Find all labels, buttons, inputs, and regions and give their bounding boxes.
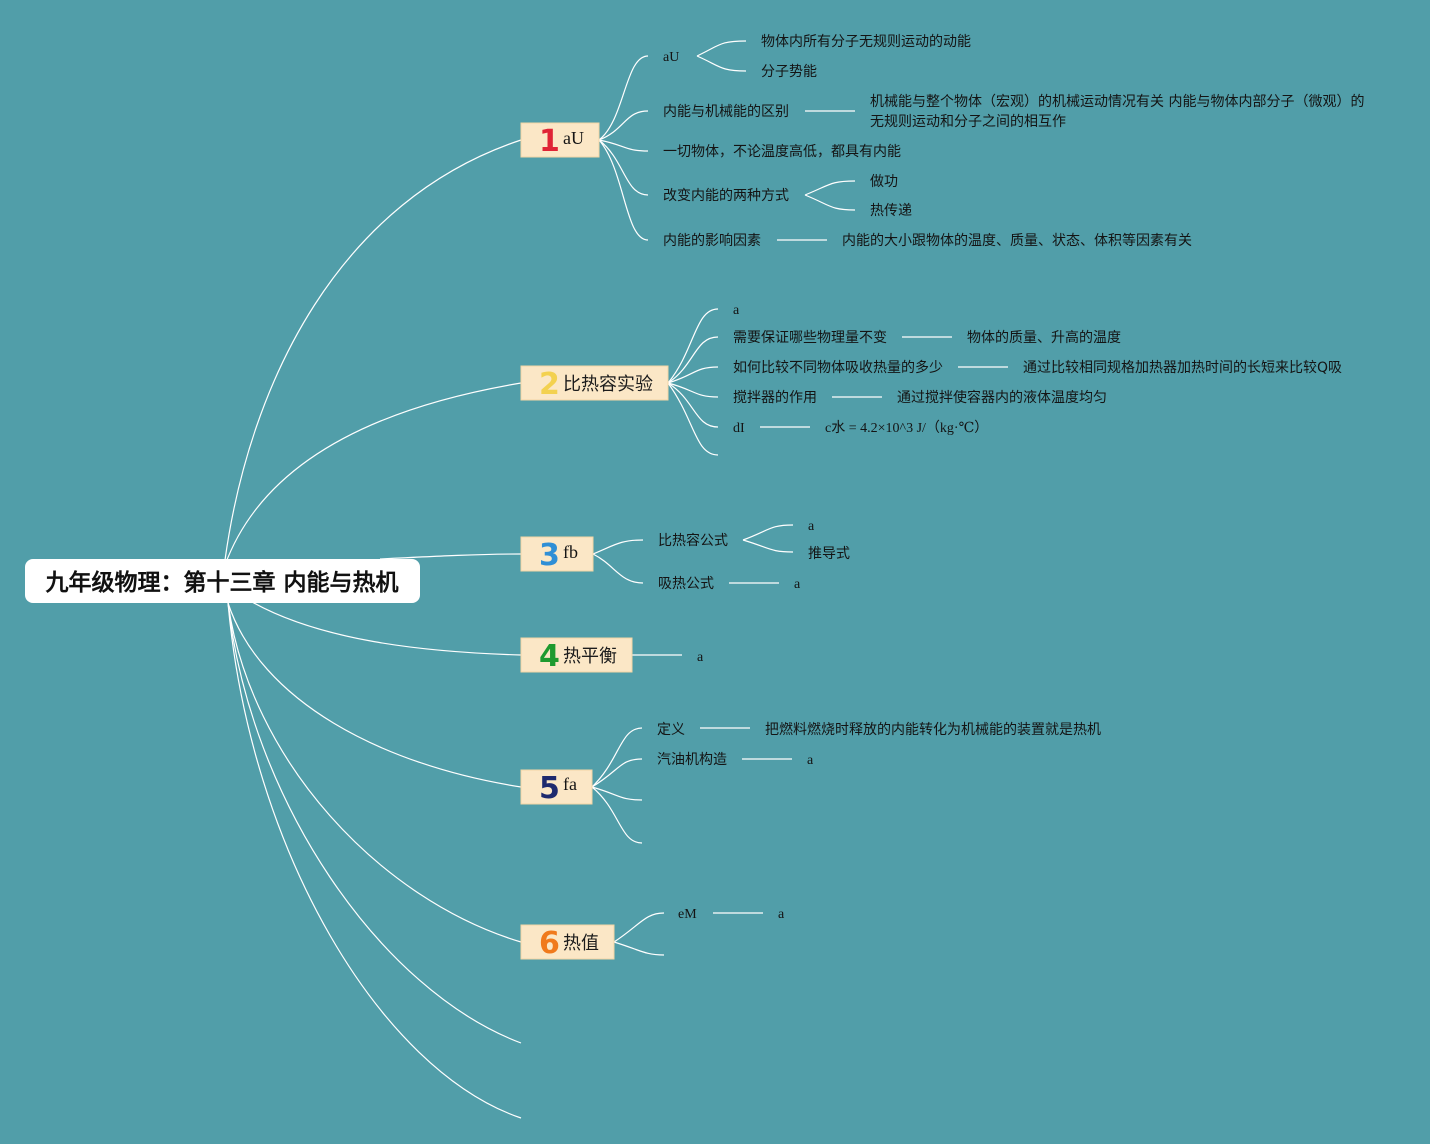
b2-c3-g1: 通过比较相同规格加热器加热时间的长短来比较Q吸 — [1023, 360, 1342, 376]
branch-6-number: 6 — [539, 926, 560, 961]
b1-c3: 一切物体，不论温度高低，都具有内能 — [663, 143, 901, 160]
b1-c4-g2: 热传递 — [870, 203, 912, 219]
branch-3-number: 3 — [539, 538, 560, 573]
branch-1-label: aU — [563, 128, 584, 148]
branch-1-box — [520, 122, 600, 158]
b5-c2-g1: a — [807, 753, 814, 768]
branch-3-box — [520, 536, 594, 572]
b1-c5: 内能的影响因素 — [663, 233, 761, 249]
b1-c4-g1: 做功 — [870, 174, 898, 190]
edge-b2-c3 — [667, 366, 719, 384]
edge-b1c1-g2 — [696, 55, 747, 72]
edge-b2-c2 — [667, 336, 719, 384]
edge-b3-c2 — [592, 553, 644, 584]
branch-2-label: 比热容实验 — [563, 374, 653, 395]
edge-b1-c2 — [598, 110, 649, 141]
edge-b1c1-g1 — [696, 40, 747, 57]
edge-b3c1-g1 — [742, 524, 794, 541]
edge-b5-c1 — [591, 727, 643, 788]
b1-c2-g1-line2: 无规则运动和分子之间的相互作 — [870, 114, 1066, 130]
b3-c1: 比热容公式 — [658, 532, 728, 549]
b2-c1: a — [733, 303, 740, 318]
b3-c2: 吸热公式 — [658, 576, 714, 592]
branch-4[interactable]: 4 热平衡 — [520, 637, 633, 674]
root-topic-title: 九年级物理：第十三章 内能与热机 — [44, 569, 398, 596]
b1-c4: 改变内能的两种方式 — [663, 188, 789, 204]
b6-c1: eM — [678, 907, 697, 922]
connector-lines — [224, 40, 1008, 1119]
branch-1[interactable]: 1 aU — [520, 122, 600, 159]
edge-b6-c2 — [613, 941, 665, 956]
branch-4-number: 4 — [539, 639, 560, 674]
b2-c5-g1: c水 = 4.2×10^3 J/（kg·℃） — [825, 420, 988, 436]
edge-b5-c2 — [591, 758, 643, 788]
branch-6-box — [520, 924, 615, 960]
edge-root-branch-6 — [227, 602, 522, 943]
edge-b1-c3 — [598, 139, 649, 152]
b1-c5-g1: 内能的大小跟物体的温度、质量、状态、体积等因素有关 — [842, 232, 1192, 249]
edge-root-extra-1 — [227, 602, 522, 1044]
branch-5[interactable]: 5 fa — [520, 769, 593, 806]
branch-6[interactable]: 6 热值 — [520, 924, 615, 961]
branch-2-number: 2 — [539, 367, 560, 402]
branch-3[interactable]: 3 fb — [520, 536, 594, 573]
b6-c1-g1: a — [778, 907, 785, 922]
edge-root-branch-2 — [224, 382, 522, 566]
root-topic[interactable]: 九年级物理：第十三章 内能与热机 — [25, 559, 420, 603]
b2-c5: dI — [733, 421, 745, 436]
edge-b5-c3 — [591, 786, 643, 801]
edge-b3c1-g2 — [742, 539, 794, 553]
edge-root-branch-5 — [227, 602, 522, 788]
branch-6-label: 热值 — [563, 933, 599, 954]
b1-c2: 内能与机械能的区别 — [663, 104, 789, 120]
edge-b3-c1 — [592, 539, 644, 555]
b1-c1-g1: 物体内所有分子无规则运动的动能 — [761, 34, 971, 50]
edge-b1-c4 — [598, 139, 649, 196]
branch-2-box — [520, 365, 669, 401]
branch-5-label: fa — [563, 774, 577, 794]
b1-c2-g1-line1: 机械能与整个物体（宏观）的机械运动情况有关 内能与物体内部分子（微观）的 — [870, 94, 1364, 110]
edge-b2-c1 — [667, 308, 719, 384]
b2-c4-g1: 通过搅拌使容器内的液体温度均匀 — [897, 389, 1107, 406]
b5-c1: 定义 — [657, 722, 685, 738]
edge-b2-c6 — [667, 382, 719, 456]
branch-4-box — [520, 637, 633, 673]
edge-root-branch-4 — [251, 601, 522, 656]
edge-b6-c1 — [613, 912, 665, 943]
root-topic-box — [25, 559, 420, 603]
edge-b1c4-g1 — [804, 180, 856, 196]
b2-c2: 需要保证哪些物理量不变 — [733, 330, 887, 346]
branch-5-box — [520, 769, 593, 805]
branch-2[interactable]: 2 比热容实验 — [520, 365, 669, 402]
branch-3-label: fb — [563, 542, 578, 562]
branch-4-label: 热平衡 — [563, 646, 617, 667]
b4-c1: a — [697, 650, 704, 665]
b3-c2-g1: a — [794, 577, 801, 592]
edge-root-extra-2 — [227, 602, 522, 1119]
b5-c1-g1: 把燃料燃烧时释放的内能转化为机械能的装置就是热机 — [765, 721, 1101, 738]
edge-b1c4-g2 — [804, 194, 856, 211]
b3-c1-g1: a — [808, 519, 815, 534]
branch-1-number: 1 — [539, 124, 560, 159]
b2-c4: 搅拌器的作用 — [733, 390, 817, 406]
edge-root-branch-1 — [224, 139, 522, 561]
b1-c1: aU — [663, 50, 679, 65]
edge-b5-c4 — [591, 786, 643, 844]
b1-c1-g2: 分子势能 — [761, 64, 817, 80]
b2-c3: 如何比较不同物体吸收热量的多少 — [733, 359, 943, 376]
edge-b2-c4 — [667, 382, 719, 398]
edge-root-branch-3 — [379, 553, 522, 560]
b5-c2: 汽油机构造 — [657, 752, 727, 768]
edge-b1-c1 — [598, 55, 649, 141]
b2-c2-g1: 物体的质量、升高的温度 — [967, 329, 1121, 346]
b3-c1-g2: 推导式 — [808, 546, 850, 562]
edge-b2-c5 — [667, 382, 719, 428]
branch-5-number: 5 — [539, 771, 560, 806]
edge-b1-c5 — [598, 139, 649, 241]
